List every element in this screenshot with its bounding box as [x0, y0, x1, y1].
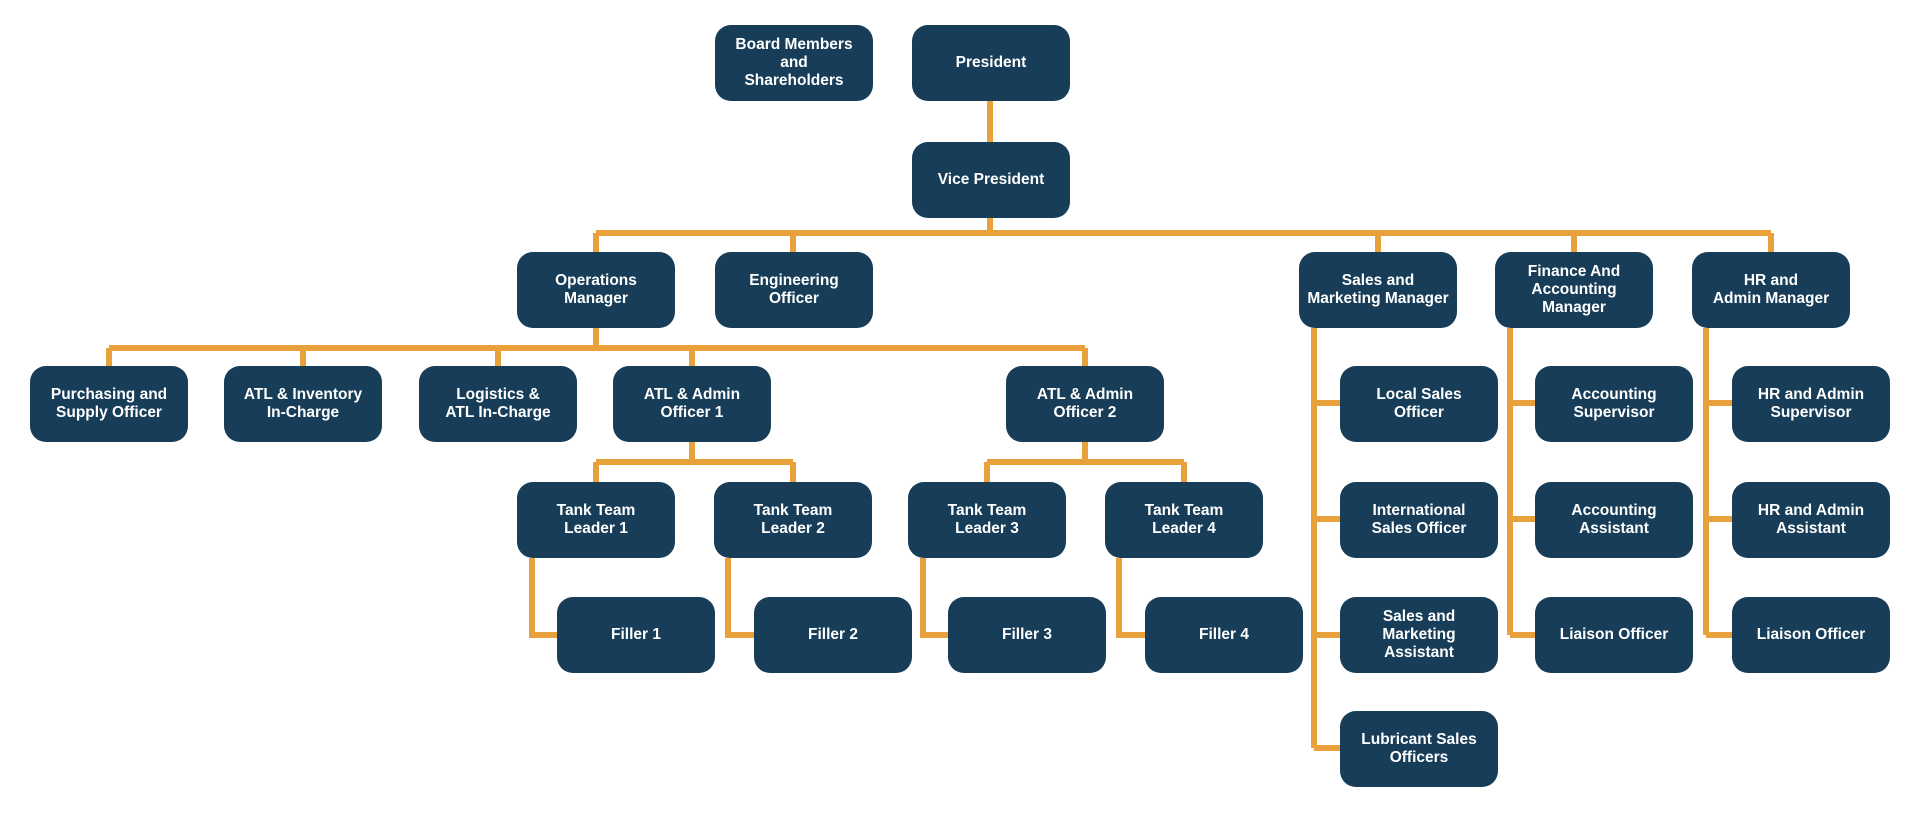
node-hr-admin-assistant: HR and Admin Assistant — [1732, 482, 1890, 558]
node-filler-3: Filler 3 — [948, 597, 1106, 673]
node-accounting-assistant: Accounting Assistant — [1535, 482, 1693, 558]
node-engineering-officer: Engineering Officer — [715, 252, 873, 328]
node-sales-marketing-assistant: Sales and Marketing Assistant — [1340, 597, 1498, 673]
node-finance-liaison-officer: Liaison Officer — [1535, 597, 1693, 673]
node-international-sales-officer: International Sales Officer — [1340, 482, 1498, 558]
node-filler-4: Filler 4 — [1145, 597, 1303, 673]
connector-leader1-filler1 — [529, 558, 558, 638]
node-lubricant-sales-officers: Lubricant Sales Officers — [1340, 711, 1498, 787]
node-president: President — [912, 25, 1070, 101]
node-tank-team-leader-3: Tank Team Leader 3 — [908, 482, 1066, 558]
node-purchasing-supply-officer: Purchasing and Supply Officer — [30, 366, 188, 442]
node-tank-team-leader-4: Tank Team Leader 4 — [1105, 482, 1263, 558]
node-filler-1: Filler 1 — [557, 597, 715, 673]
node-logistics-atl-in-charge: Logistics & ATL In-Charge — [419, 366, 577, 442]
node-accounting-supervisor: Accounting Supervisor — [1535, 366, 1693, 442]
node-board-members: Board Members and Shareholders — [715, 25, 873, 101]
node-operations-manager: Operations Manager — [517, 252, 675, 328]
node-tank-team-leader-2: Tank Team Leader 2 — [714, 482, 872, 558]
connector-leader2-filler2 — [725, 558, 755, 638]
node-hr-admin-manager: HR and Admin Manager — [1692, 252, 1850, 328]
node-tank-team-leader-1: Tank Team Leader 1 — [517, 482, 675, 558]
node-atl-admin-officer-1: ATL & Admin Officer 1 — [613, 366, 771, 442]
node-atl-inventory-in-charge: ATL & Inventory In-Charge — [224, 366, 382, 442]
node-filler-2: Filler 2 — [754, 597, 912, 673]
node-hr-admin-supervisor: HR and Admin Supervisor — [1732, 366, 1890, 442]
node-sales-marketing-manager: Sales and Marketing Manager — [1299, 252, 1457, 328]
node-local-sales-officer: Local Sales Officer — [1340, 366, 1498, 442]
node-atl-admin-officer-2: ATL & Admin Officer 2 — [1006, 366, 1164, 442]
node-hr-liaison-officer: Liaison Officer — [1732, 597, 1890, 673]
node-finance-accounting-manager: Finance And Accounting Manager — [1495, 252, 1653, 328]
connector-leader3-filler3 — [920, 558, 949, 638]
node-vice-president: Vice President — [912, 142, 1070, 218]
connector-leader4-filler4 — [1116, 558, 1146, 638]
